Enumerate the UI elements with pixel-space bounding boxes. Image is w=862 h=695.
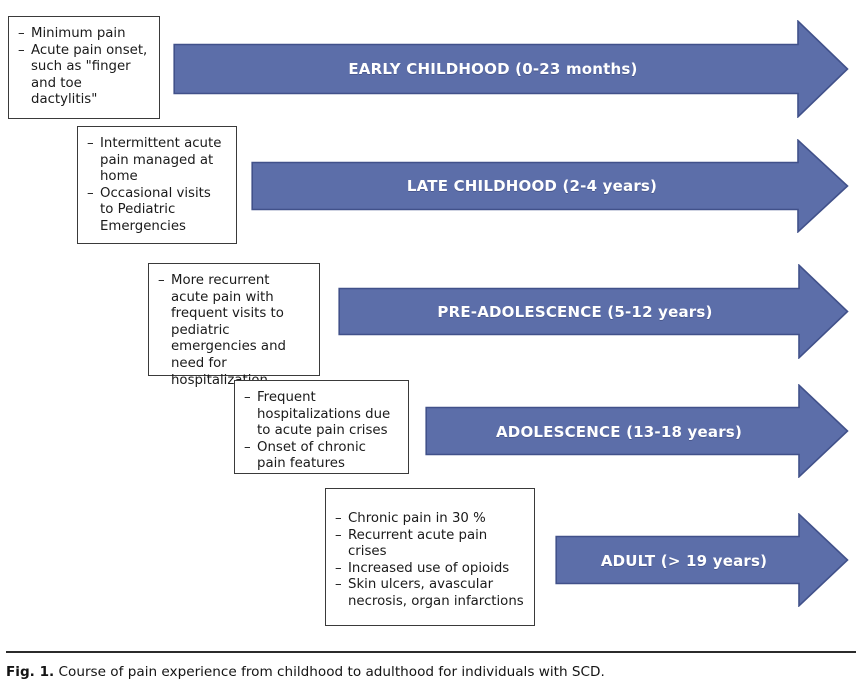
stage-label-adult: ADULT (> 19 years)	[600, 552, 768, 570]
stage-description-adult: Chronic pain in 30 % Recurrent acute pai…	[325, 488, 535, 626]
bullet-list: Chronic pain in 30 % Recurrent acute pai…	[335, 511, 524, 611]
list-item: More recurrent acute pain with frequent …	[158, 273, 309, 389]
list-item: Acute pain onset, such as "finger and to…	[18, 43, 149, 109]
stage-label-late-childhood: LATE CHILDHOOD (2-4 years)	[406, 177, 658, 195]
figure-caption: Fig. 1. Course of pain experience from c…	[6, 663, 856, 681]
stage-description-early-childhood: Minimum pain Acute pain onset, such as "…	[8, 16, 160, 119]
bullet-list: Minimum pain Acute pain onset, such as "…	[18, 26, 149, 109]
stage-arrow-late-childhood	[251, 139, 849, 233]
list-item: Intermittent acute pain managed at home	[87, 136, 226, 186]
list-item: Recurrent acute pain crises	[335, 528, 524, 561]
list-item: Occasional visits to Pediatric Emergenci…	[87, 186, 226, 236]
stage-arrow-pre-adolescence	[338, 264, 849, 359]
list-item: Onset of chronic pain features	[244, 440, 398, 473]
bullet-list: More recurrent acute pain with frequent …	[158, 273, 309, 389]
list-item: Frequent hospitalizations due to acute p…	[244, 390, 398, 440]
list-item: Chronic pain in 30 %	[335, 511, 524, 528]
stage-description-pre-adolescence: More recurrent acute pain with frequent …	[148, 263, 320, 388]
bullet-list: Intermittent acute pain managed at home …	[87, 136, 226, 236]
stage-label-pre-adolescence: PRE-ADOLESCENCE (5-12 years)	[437, 303, 713, 321]
figure-number: Fig. 1.	[6, 664, 55, 680]
stage-description-late-childhood: Intermittent acute pain managed at home …	[77, 126, 237, 244]
caption-divider	[6, 651, 856, 653]
figure-caption-text: Course of pain experience from childhood…	[58, 664, 605, 680]
list-item: Minimum pain	[18, 26, 149, 43]
stage-description-adolescence: Frequent hospitalizations due to acute p…	[234, 380, 409, 474]
stage-label-adolescence: ADOLESCENCE (13-18 years)	[495, 423, 742, 441]
stage-arrow-adult	[555, 513, 849, 607]
list-item: Increased use of opioids	[335, 561, 524, 578]
bullet-list: Frequent hospitalizations due to acute p…	[244, 390, 398, 473]
stage-arrow-adolescence	[425, 384, 849, 478]
stage-arrow-early-childhood	[173, 20, 849, 118]
list-item: Skin ulcers, avascular necrosis, organ i…	[335, 577, 524, 610]
stage-label-early-childhood: EARLY CHILDHOOD (0-23 months)	[348, 60, 638, 78]
